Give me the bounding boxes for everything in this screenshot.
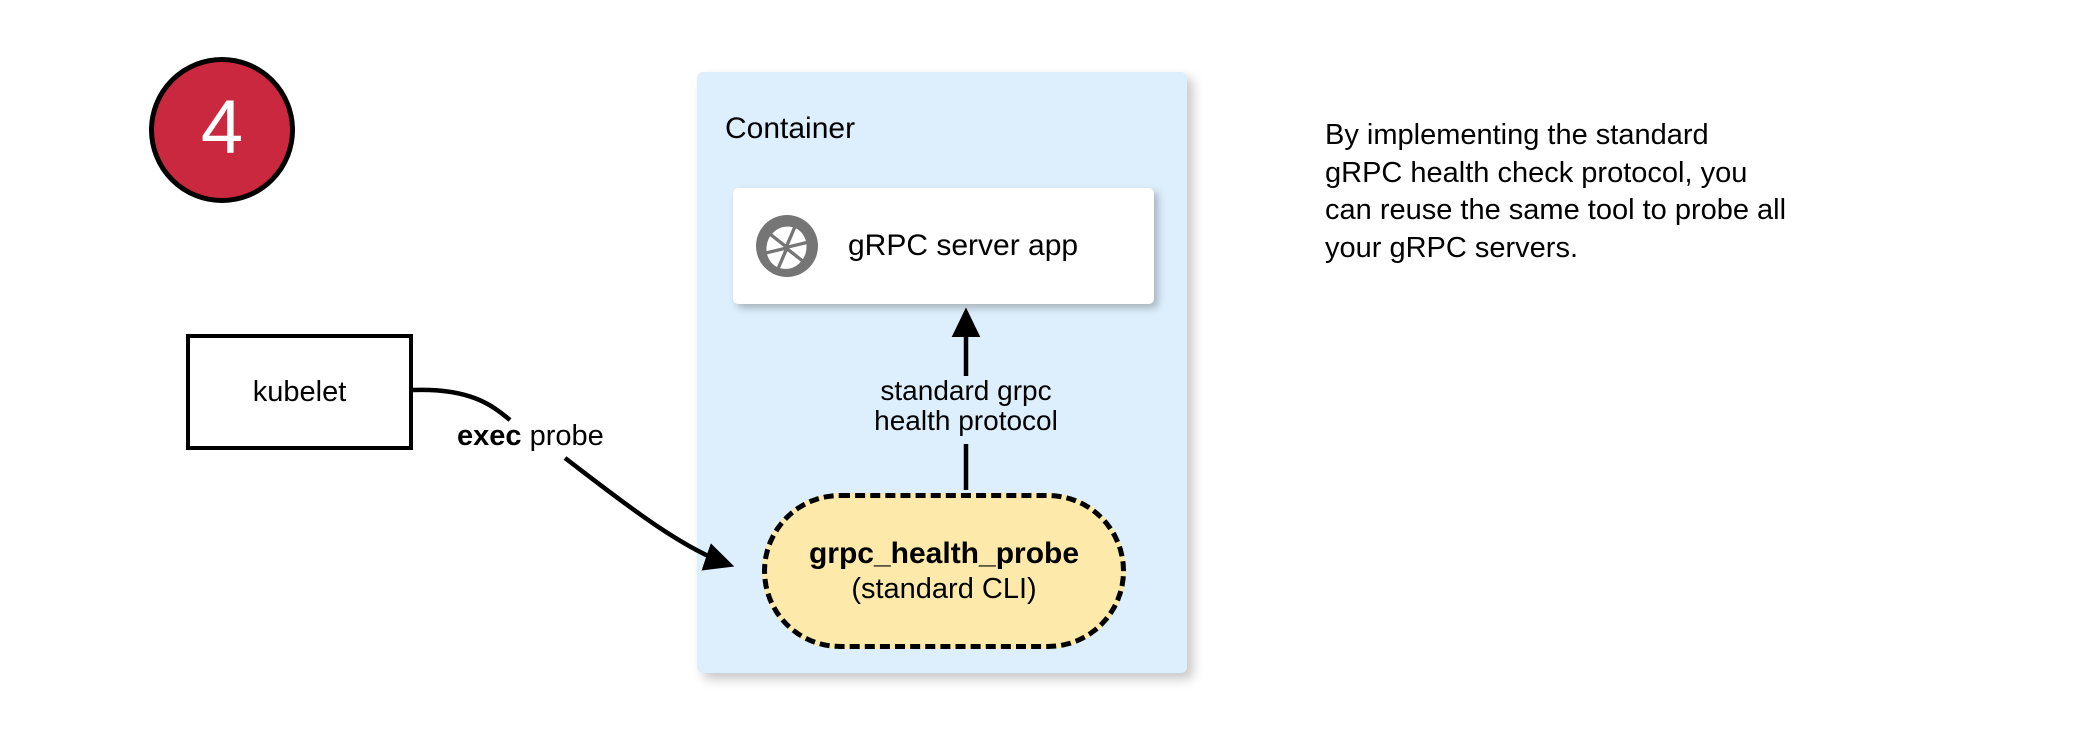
exec-probe-edge-label-bold: exec bbox=[457, 420, 522, 452]
kubelet-label: kubelet bbox=[252, 375, 347, 408]
description-line-4: your gRPC servers. bbox=[1325, 232, 1579, 265]
step-number-label: 4 bbox=[200, 85, 244, 170]
grpc-health-probe-node: grpc_health_probe (standard CLI) bbox=[762, 493, 1126, 649]
exec-probe-edge-label: exec probe bbox=[457, 420, 604, 453]
protocol-edge-label-line2: health protocol bbox=[874, 405, 1058, 437]
exec-probe-edge-label-rest: probe bbox=[521, 420, 604, 452]
step-number-badge: 4 bbox=[149, 57, 295, 203]
description-text: By implementing the standard gRPC health… bbox=[1325, 117, 1925, 268]
grpc-server-app-label: gRPC server app bbox=[848, 229, 1079, 262]
kubelet-box: kubelet bbox=[186, 334, 413, 450]
grpc-logo-icon bbox=[755, 214, 819, 278]
grpc-health-probe-name: grpc_health_probe bbox=[808, 537, 1080, 571]
grpc-health-probe-subtitle: (standard CLI) bbox=[851, 572, 1037, 605]
grpc-server-app-card: gRPC server app bbox=[733, 188, 1154, 304]
description-line-2: gRPC health check protocol, you bbox=[1325, 156, 1748, 189]
protocol-edge-label-line1: standard grpc bbox=[880, 375, 1052, 406]
kubelet-to-probe-edge-upper bbox=[412, 387, 512, 422]
container-title: Container bbox=[725, 112, 856, 145]
description-line-1: By implementing the standard bbox=[1325, 119, 1709, 151]
description-line-3: can reuse the same tool to probe all bbox=[1325, 194, 1787, 227]
protocol-edge-label: standard grpc health protocol bbox=[836, 375, 1096, 437]
